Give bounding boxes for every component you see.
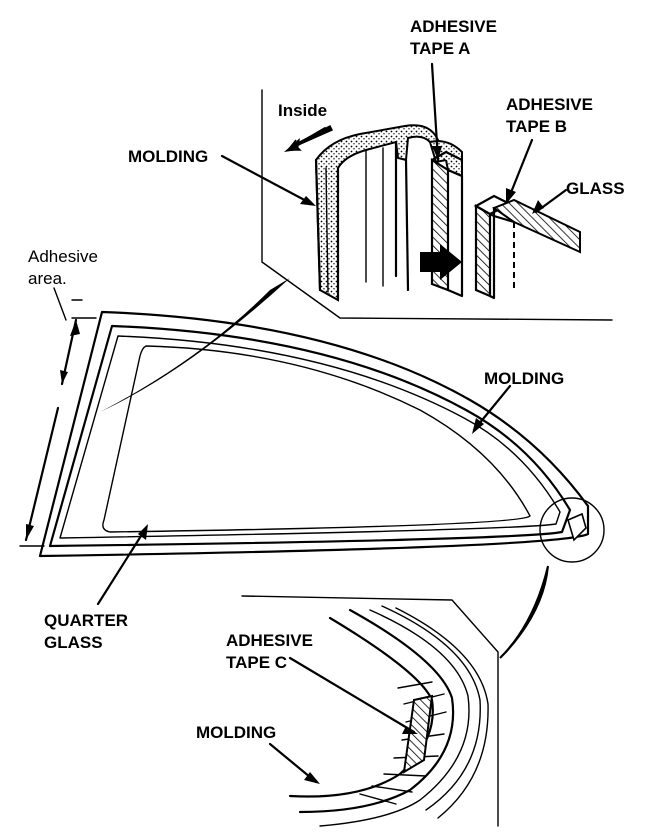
adhesive-tape-a-section xyxy=(430,150,464,298)
adhesive-area-dimension xyxy=(19,299,97,547)
label-molding-bottom: MOLDING xyxy=(196,723,276,742)
label-adhesive-tape-a: ADHESIVE TAPE A xyxy=(410,17,502,58)
press-arrow xyxy=(420,244,462,280)
label-adhesive-tape-c: ADHESIVE TAPE C xyxy=(226,631,318,672)
label-adhesive-area: Adhesive area. xyxy=(28,247,103,288)
label-molding-top: MOLDING xyxy=(128,147,208,166)
label-adhesive-tape-b: ADHESIVE TAPE B xyxy=(506,95,598,136)
label-adhesive-tape-c-line1: ADHESIVE xyxy=(226,631,313,650)
label-glass: GLASS xyxy=(566,179,625,198)
molding-section xyxy=(314,124,448,302)
label-molding-right: MOLDING xyxy=(484,369,564,388)
label-adhesive-tape-a-line1: ADHESIVE xyxy=(410,17,497,36)
label-quarter-glass: QUARTER GLASS xyxy=(44,611,133,652)
label-adhesive-area-line1: Adhesive xyxy=(28,247,98,266)
quarter-glass-body xyxy=(38,310,605,563)
inset-frame-bottom xyxy=(241,595,499,827)
inset-pointer-bottom xyxy=(499,565,549,659)
quarter-glass-pane xyxy=(102,345,531,533)
glass-section xyxy=(491,198,581,292)
label-adhesive-tape-b-line2: TAPE B xyxy=(506,117,567,136)
label-adhesive-tape-c-line2: TAPE C xyxy=(226,653,287,672)
label-quarter-glass-line2: GLASS xyxy=(44,633,103,652)
leader-lines xyxy=(53,62,568,784)
label-quarter-glass-line1: QUARTER xyxy=(44,611,128,630)
inset-frame-top xyxy=(261,89,613,321)
label-adhesive-tape-b-line1: ADHESIVE xyxy=(506,95,593,114)
top-detail-inset xyxy=(261,89,613,321)
detail-c-marker xyxy=(539,497,605,563)
label-inside: Inside xyxy=(278,101,327,120)
label-adhesive-area-line2: area. xyxy=(28,269,67,288)
label-adhesive-tape-a-line2: TAPE A xyxy=(410,39,470,58)
inset-pointer-top xyxy=(100,278,290,412)
